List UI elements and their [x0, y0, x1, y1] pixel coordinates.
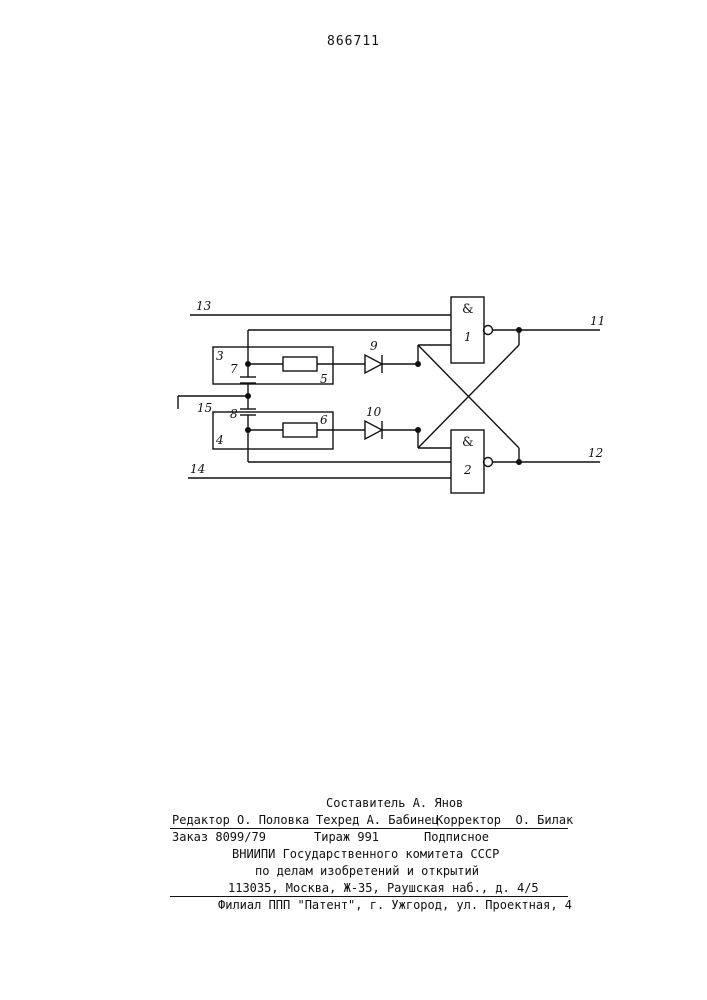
footer-corrector: Корректор О. Билак [436, 813, 573, 827]
gate-1-inverter-bubble [484, 326, 493, 335]
label-capacitor-8: 8 [230, 407, 238, 421]
footer-circulation: Тираж 991 [314, 830, 379, 844]
resistor-5 [283, 357, 317, 371]
footer-techred: Техред А. Бабинец [316, 813, 439, 827]
label-13: 13 [196, 299, 212, 313]
footer-rule-1 [170, 828, 568, 829]
footer-subscription: Подписное [424, 830, 489, 844]
footer-branch: Филиал ППП "Патент", г. Ужгород, ул. Про… [218, 898, 572, 912]
label-resistor-6: 6 [320, 413, 328, 427]
gate-1-symbol: & [462, 302, 474, 317]
footer-org-line2: по делам изобретений и открытий [255, 864, 479, 878]
label-block-4: 4 [215, 433, 224, 447]
label-11: 11 [590, 314, 605, 328]
gate-2-inverter-bubble [484, 458, 493, 467]
diode-10 [365, 421, 382, 439]
footer-compiler: Составитель А. Янов [326, 796, 463, 810]
gate-2-symbol: & [462, 435, 474, 450]
footer-order: Заказ 8099/79 [172, 830, 266, 844]
footer-address: 113035, Москва, Ж-35, Раушская наб., д. … [228, 881, 539, 895]
label-15: 15 [197, 401, 212, 415]
gate-1-number: 1 [464, 330, 472, 344]
label-block-3: 3 [216, 349, 224, 363]
resistor-6 [283, 423, 317, 437]
gate-2-number: 2 [463, 463, 472, 477]
label-capacitor-7: 7 [230, 362, 238, 376]
footer-org-line1: ВНИИПИ Государственного комитета СССР [232, 847, 499, 861]
junction-dots [245, 327, 522, 465]
label-diode-10: 10 [366, 405, 382, 419]
label-12: 12 [588, 446, 603, 460]
diode-9 [365, 355, 382, 373]
label-14: 14 [190, 462, 205, 476]
footer-rule-2 [170, 896, 568, 897]
label-resistor-5: 5 [320, 372, 328, 386]
footer-editor: Редактор О. Половка [172, 813, 309, 827]
label-diode-9: 9 [370, 339, 378, 353]
